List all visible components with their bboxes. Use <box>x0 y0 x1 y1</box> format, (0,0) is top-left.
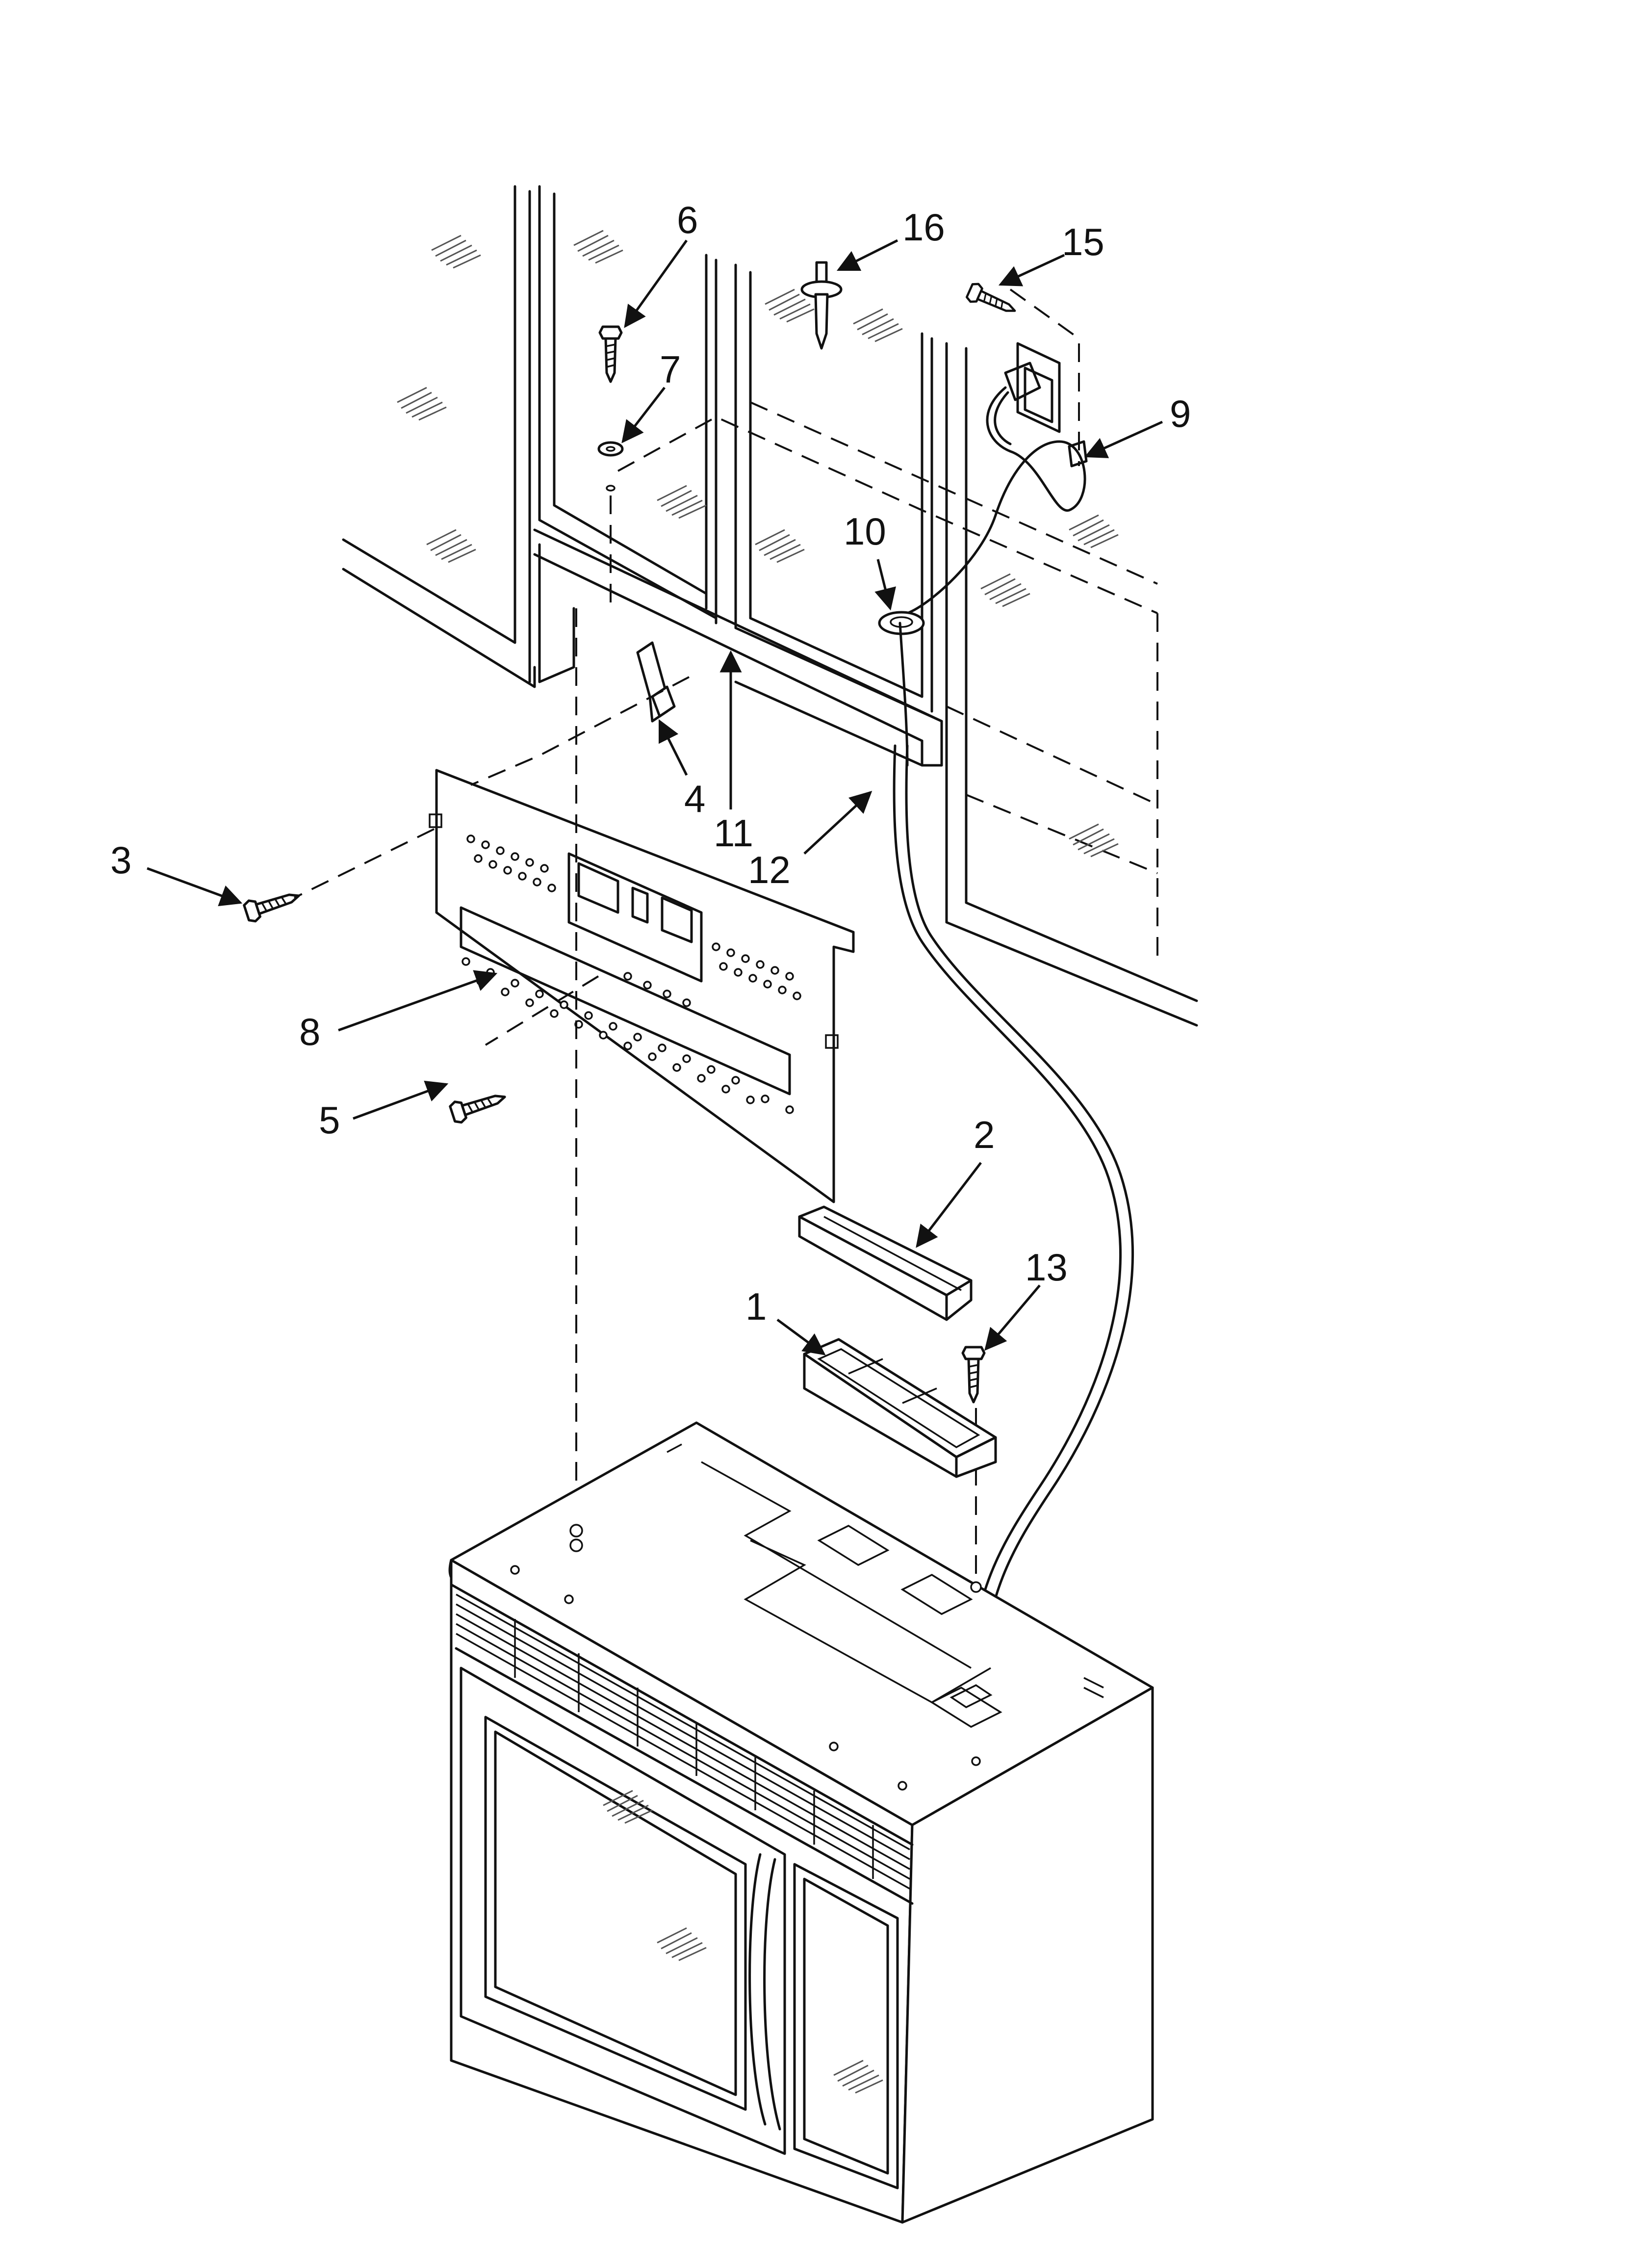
callout-10: 10 <box>844 510 886 553</box>
callout-15: 15 <box>1062 220 1104 263</box>
callout-1: 1 <box>745 1285 767 1328</box>
callout-2: 2 <box>974 1113 995 1156</box>
microwave-oven <box>448 1421 1154 2224</box>
callout-12: 12 <box>748 848 791 891</box>
callout-4: 4 <box>684 777 705 820</box>
callout-6: 6 <box>677 198 698 241</box>
screw-part-3 <box>243 886 302 923</box>
callout-3: 3 <box>110 838 131 882</box>
part-2-trim <box>798 1205 973 1321</box>
part-4-clip <box>636 641 676 723</box>
callout-13: 13 <box>1025 1246 1068 1289</box>
callout-8: 8 <box>299 1010 320 1053</box>
upper-cabinets <box>342 185 1198 1027</box>
screw-part-13 <box>963 1347 984 1402</box>
callouts: 1 2 3 4 5 6 7 8 9 10 11 12 13 <box>110 198 1191 1356</box>
pin-part-16 <box>800 261 843 350</box>
callout-9: 9 <box>1170 392 1191 435</box>
callout-5: 5 <box>319 1098 340 1142</box>
screw-part-6 <box>600 327 621 382</box>
part-1-tray <box>803 1338 997 1478</box>
screw-part-15 <box>966 282 1019 319</box>
washer-part-7 <box>597 441 624 492</box>
callout-16: 16 <box>902 206 945 249</box>
mounting-plate <box>429 769 855 1203</box>
screw-part-5 <box>449 1087 508 1124</box>
callout-11: 11 <box>714 811 753 855</box>
wall-outlet-and-power-cord <box>878 342 1134 1689</box>
callout-7: 7 <box>660 348 681 391</box>
